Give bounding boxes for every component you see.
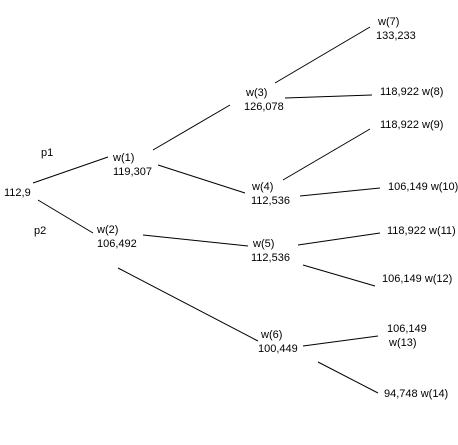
- edge-w6-w13: [302, 335, 379, 347]
- probability-p2: p2: [34, 225, 47, 237]
- edge-root-w1: [32, 156, 109, 184]
- edge-w1-w3: [152, 104, 231, 151]
- node-w13-value: 106,149: [387, 323, 427, 335]
- edge-w3-w7: [274, 26, 371, 84]
- node-w14-name: w(14): [420, 388, 449, 400]
- node-w1-name: w(1): [113, 152, 135, 164]
- node-w5-value: 112,536: [251, 252, 290, 264]
- node-w9-name: w(9): [422, 119, 444, 131]
- node-w12-value: 106,149: [382, 273, 422, 285]
- node-w4-name: w(4): [252, 181, 274, 193]
- node-w7-name: w(7): [378, 16, 400, 28]
- node-w14-value: 94,748: [384, 388, 418, 400]
- node-w6-name: w(6): [261, 329, 283, 341]
- probability-p1: p1: [41, 147, 54, 159]
- node-w9-value: 118,922: [380, 119, 419, 131]
- node-w10-name: w(10): [430, 181, 458, 193]
- edge-w4-w10: [299, 187, 381, 197]
- node-w3-value: 126,078: [244, 101, 284, 113]
- node-w3-name: w(3): [246, 87, 268, 99]
- node-w4-value: 112,536: [251, 195, 290, 207]
- node-w1-value: 119,307: [113, 166, 152, 178]
- node-w14: 94,748 w(14): [384, 388, 448, 400]
- edge-root-w2: [37, 199, 94, 234]
- node-w13-name: w(13): [389, 337, 417, 349]
- edge-w5-w12: [302, 264, 376, 287]
- node-w10: 106,149 w(10): [388, 181, 458, 193]
- edge-w5-w11: [297, 232, 381, 246]
- node-w10-value: 106,149: [388, 181, 428, 193]
- node-w11-value: 118,922: [387, 225, 426, 237]
- node-w11: 118,922 w(11): [387, 225, 456, 237]
- node-w7-value: 133,233: [376, 30, 416, 42]
- edge-w2-w5: [142, 234, 249, 247]
- edge-w2-w6: [117, 267, 259, 342]
- node-w2-name: w(2): [97, 224, 119, 236]
- node-w9: 118,922 w(9): [380, 119, 443, 131]
- edge-w1-w4: [157, 164, 246, 194]
- root-value: 112,9: [4, 187, 31, 199]
- node-w5-name: w(5): [253, 238, 275, 250]
- edge-w3-w8: [284, 94, 373, 99]
- node-w12-name: w(12): [424, 273, 453, 285]
- node-w8: 118,922 w(8): [380, 86, 443, 98]
- edge-w6-w14: [317, 361, 379, 394]
- node-w6-value: 100,449: [258, 343, 298, 355]
- node-w8-value: 118,922: [380, 86, 419, 98]
- edge-w4-w9: [282, 128, 371, 181]
- node-w8-name: w(8): [422, 86, 444, 98]
- node-w11-name: w(11): [429, 225, 456, 237]
- node-w2-value: 106,492: [97, 238, 137, 250]
- node-w12: 106,149 w(12): [382, 273, 452, 285]
